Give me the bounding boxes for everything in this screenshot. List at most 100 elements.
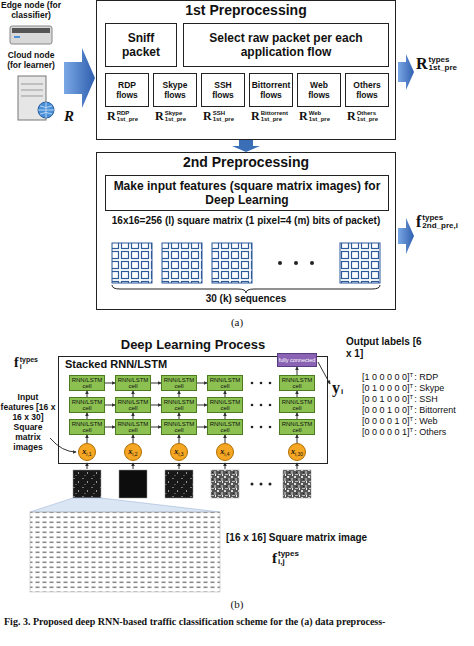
subscript: 1st_pre xyxy=(117,116,138,122)
symbol-scripts: typesi xyxy=(20,356,38,371)
rnn-cell: RNN/LSTM cell xyxy=(207,419,243,435)
superscript: types xyxy=(20,356,38,363)
flow-arrow xyxy=(105,427,115,428)
symbol-base: f xyxy=(272,551,277,566)
box-text: RNN/LSTM cell xyxy=(208,421,242,434)
symbol-base: f xyxy=(14,356,19,370)
rnn-cell: RNN/LSTM cell xyxy=(115,419,151,435)
superscript: SSH xyxy=(213,110,234,116)
box-text: RNN/LSTM cell xyxy=(162,377,196,390)
label-vector-row: [0 0 0 1 0 0]T: Bittorrent xyxy=(362,405,456,417)
input-node: xi,4 xyxy=(216,443,234,461)
label-vector: [0 1 0 0 0 0] xyxy=(362,383,410,393)
symbol-scripts: RDP1st_pre xyxy=(117,110,138,123)
symbol-scripts: i xyxy=(341,388,343,396)
label-vector-row: [0 1 0 0 0 0]T: Skype xyxy=(362,383,444,395)
input-symbol: x xyxy=(82,448,86,456)
superscript: types xyxy=(422,214,458,222)
box-text: Skype flows xyxy=(155,80,195,100)
rnn-cell: RNN/LSTM cell xyxy=(161,419,197,435)
group-note: 16x16=256 (l) square matrix (1 pixel=4 (… xyxy=(105,215,387,227)
subscript: i,j xyxy=(278,558,299,566)
class-name: : RDP xyxy=(414,372,438,382)
flow-arrow xyxy=(105,405,115,406)
symbol-scripts: Web1st_pre xyxy=(309,110,330,123)
box-text: SSH flows xyxy=(203,80,243,100)
superscript: RDP xyxy=(117,110,138,116)
label-vector-row: [1 0 0 0 0 0]T: RDP xyxy=(362,372,438,384)
box-text: RNN/LSTM cell xyxy=(116,421,150,434)
math-symbol: ftypesi xyxy=(14,356,38,371)
flow-arrow xyxy=(133,391,134,397)
flow-arrow xyxy=(297,367,298,375)
flow-arrow xyxy=(179,413,180,419)
box-text: RNN/LSTM cell xyxy=(70,377,104,390)
figure-caption: Fig. 3. Proposed deep RNN-based traffic … xyxy=(4,616,470,629)
box-text: Make input features (square matrix image… xyxy=(108,179,386,207)
box-text: RDP flows xyxy=(107,80,147,100)
box-text: Sniff packet xyxy=(108,31,174,59)
math-symbol: RWeb1st_pre xyxy=(299,110,330,123)
process-box: Sniff packet xyxy=(105,23,177,67)
input-node: xi,1 xyxy=(78,443,96,461)
label-vector: [0 0 0 0 1 0] xyxy=(362,416,410,426)
group-title: 1st Preprocessing xyxy=(97,2,395,18)
input-index: i,30 xyxy=(295,452,303,457)
flow-box: SSH flows xyxy=(201,73,245,107)
flow-arrow xyxy=(225,413,226,419)
transpose-mark: T xyxy=(410,416,414,422)
box-text: Web flows xyxy=(299,80,339,100)
flow-arrow xyxy=(151,427,161,428)
flow-arrow xyxy=(225,391,226,397)
math-symbol: RRDP1st_pre xyxy=(107,110,138,123)
input-index: i,3 xyxy=(178,452,183,457)
flow-box: Skype flows xyxy=(153,73,197,107)
flow-box: Bittorrent flows xyxy=(249,73,293,107)
rnn-cell: RNN/LSTM cell xyxy=(207,375,243,391)
box-text: RNN/LSTM cell xyxy=(162,399,196,412)
symbol-base: R xyxy=(251,110,260,122)
superscript: Web xyxy=(309,110,330,116)
flow-arrow xyxy=(232,140,260,152)
label-vector-row: [0 0 1 0 0 0]T: SSH xyxy=(362,394,438,406)
flow-arrow xyxy=(87,435,88,443)
transpose-mark: T xyxy=(410,383,414,389)
flow-arrow xyxy=(105,383,115,384)
math-symbol: ftypesi,j xyxy=(272,550,299,567)
input-symbol: x xyxy=(291,448,295,456)
flow-arrow xyxy=(297,435,298,443)
flow-arrow xyxy=(297,391,298,397)
symbol-scripts: typesi,j xyxy=(278,550,299,567)
device-label: Cloud node (for learner) xyxy=(0,50,62,70)
process-box: Select raw packet per each application f… xyxy=(183,23,389,67)
flow-arrow xyxy=(179,391,180,397)
class-name: : Skype xyxy=(414,383,444,393)
input-symbol: x xyxy=(174,448,178,456)
group-note: 30 (k) sequences xyxy=(97,293,395,305)
box-text: RNN/LSTM cell xyxy=(280,377,314,390)
device-label: Edge node (for classifier) xyxy=(0,0,62,20)
panel-label: (b) xyxy=(0,598,474,611)
math-symbol: RSSH1st_pre xyxy=(203,110,234,123)
box-text: RNN/LSTM cell xyxy=(70,399,104,412)
panel-label: (a) xyxy=(0,316,474,329)
input-symbol: x xyxy=(220,448,224,456)
subscript: i xyxy=(341,388,343,396)
flow-arrow xyxy=(133,435,134,443)
label-vector: [0 0 1 0 0 0] xyxy=(362,394,410,404)
symbol-base: R xyxy=(416,56,428,72)
box-text: fully connected xyxy=(279,357,316,363)
symbol-base: R xyxy=(347,110,356,122)
flow-box: RDP flows xyxy=(105,73,149,107)
input-node: xi,2 xyxy=(124,443,142,461)
class-name: : Others xyxy=(414,427,446,437)
symbol-base: R xyxy=(299,110,308,122)
rnn-cell: RNN/LSTM cell xyxy=(115,375,151,391)
box-text: RNN/LSTM cell xyxy=(116,377,150,390)
input-index: i,4 xyxy=(224,452,229,457)
flow-arrow xyxy=(197,427,207,428)
subscript: 1st_pre xyxy=(213,116,234,122)
symbol-scripts: Bittorrent1st_pre xyxy=(261,110,288,123)
symbol-scripts: Others1st_pre xyxy=(357,110,378,123)
